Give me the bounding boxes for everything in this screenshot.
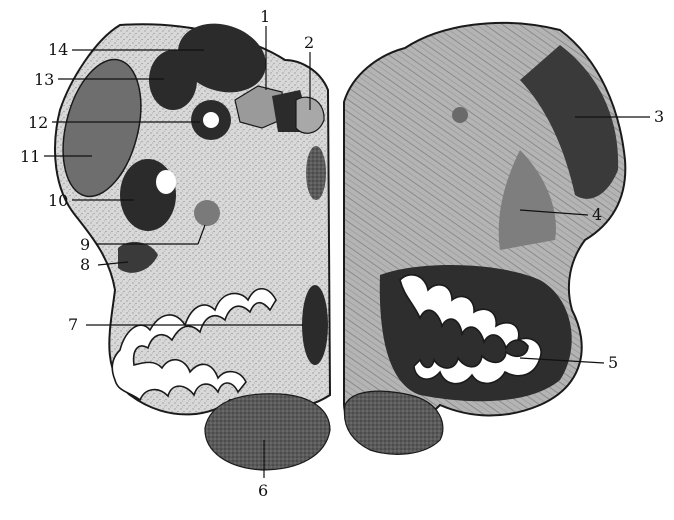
- right-half-section: [344, 23, 625, 454]
- label-10: 10: [48, 191, 68, 210]
- nucleus-2: [306, 146, 326, 200]
- nucleus-7: [302, 285, 328, 365]
- nucleus-10-inner: [156, 170, 176, 194]
- label-9: 9: [80, 235, 90, 254]
- label-6: 6: [258, 481, 268, 500]
- nucleus-10: [120, 159, 176, 231]
- label-11: 11: [20, 147, 40, 166]
- label-14: 14: [48, 40, 68, 59]
- pyramid-6: [205, 394, 330, 470]
- label-5: 5: [608, 353, 618, 372]
- label-8: 8: [80, 255, 90, 274]
- label-7: 7: [68, 315, 78, 334]
- label-13: 13: [34, 70, 54, 89]
- label-1: 1: [260, 7, 270, 26]
- label-3: 3: [654, 107, 664, 126]
- nucleus-13: [149, 50, 197, 110]
- nucleus-9: [194, 200, 220, 226]
- left-half-section: [50, 13, 330, 470]
- label-4: 4: [592, 205, 602, 224]
- nucleus-12-inner: [202, 111, 220, 129]
- right-small-nucleus: [452, 107, 468, 123]
- label-2: 2: [304, 33, 314, 52]
- label-12: 12: [28, 113, 48, 132]
